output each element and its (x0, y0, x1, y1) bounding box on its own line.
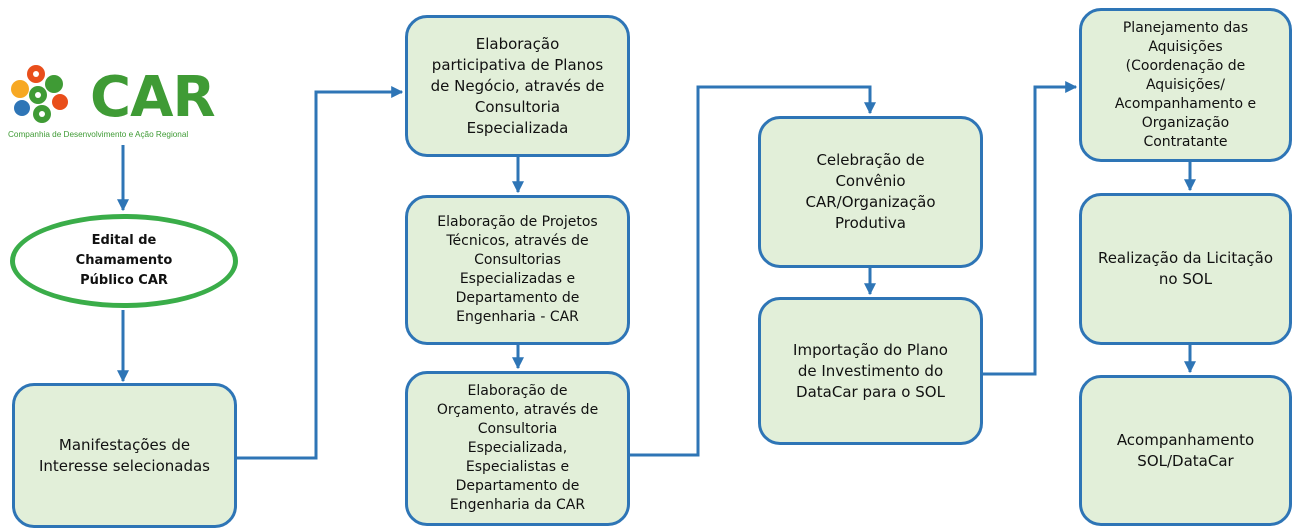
arrow-orcamento-to-convenio (629, 85, 876, 457)
step-planos-negocio: Elaboração participativa de Planos de Ne… (405, 15, 630, 157)
step-projetos-tecnicos: Elaboração de Projetos Técnicos, através… (405, 195, 630, 345)
step-orcamento: Elaboração de Orçamento, através de Cons… (405, 371, 630, 526)
step-planejamento: Planejamento das Aquisições (Coordenação… (1079, 8, 1292, 162)
arrow-importacao-to-planejamento (980, 81, 1078, 376)
arrow-manifestacoes-to-planos (237, 86, 404, 460)
step-acompanhamento: Acompanhamento SOL/DataCar (1079, 375, 1292, 526)
car-logo-subtitle: Companhia de Desenvolvimento e Ação Regi… (8, 130, 189, 139)
start-edital-chamamento: Edital de Chamamento Público CAR (10, 214, 238, 308)
step-importacao: Importação do Plano de Investimento do D… (758, 297, 983, 445)
step-convenio: Celebração de Convênio CAR/Organização P… (758, 116, 983, 268)
car-logo-wordmark: CAR (90, 65, 216, 130)
step-licitacao: Realização da Licitação no SOL (1079, 193, 1292, 345)
car-logo-icon (11, 65, 68, 123)
step-manifestacoes: Manifestações de Interesse selecionadas (12, 383, 237, 528)
car-logo: CAR Companhia de Desenvolvimento e Ação … (6, 62, 246, 142)
